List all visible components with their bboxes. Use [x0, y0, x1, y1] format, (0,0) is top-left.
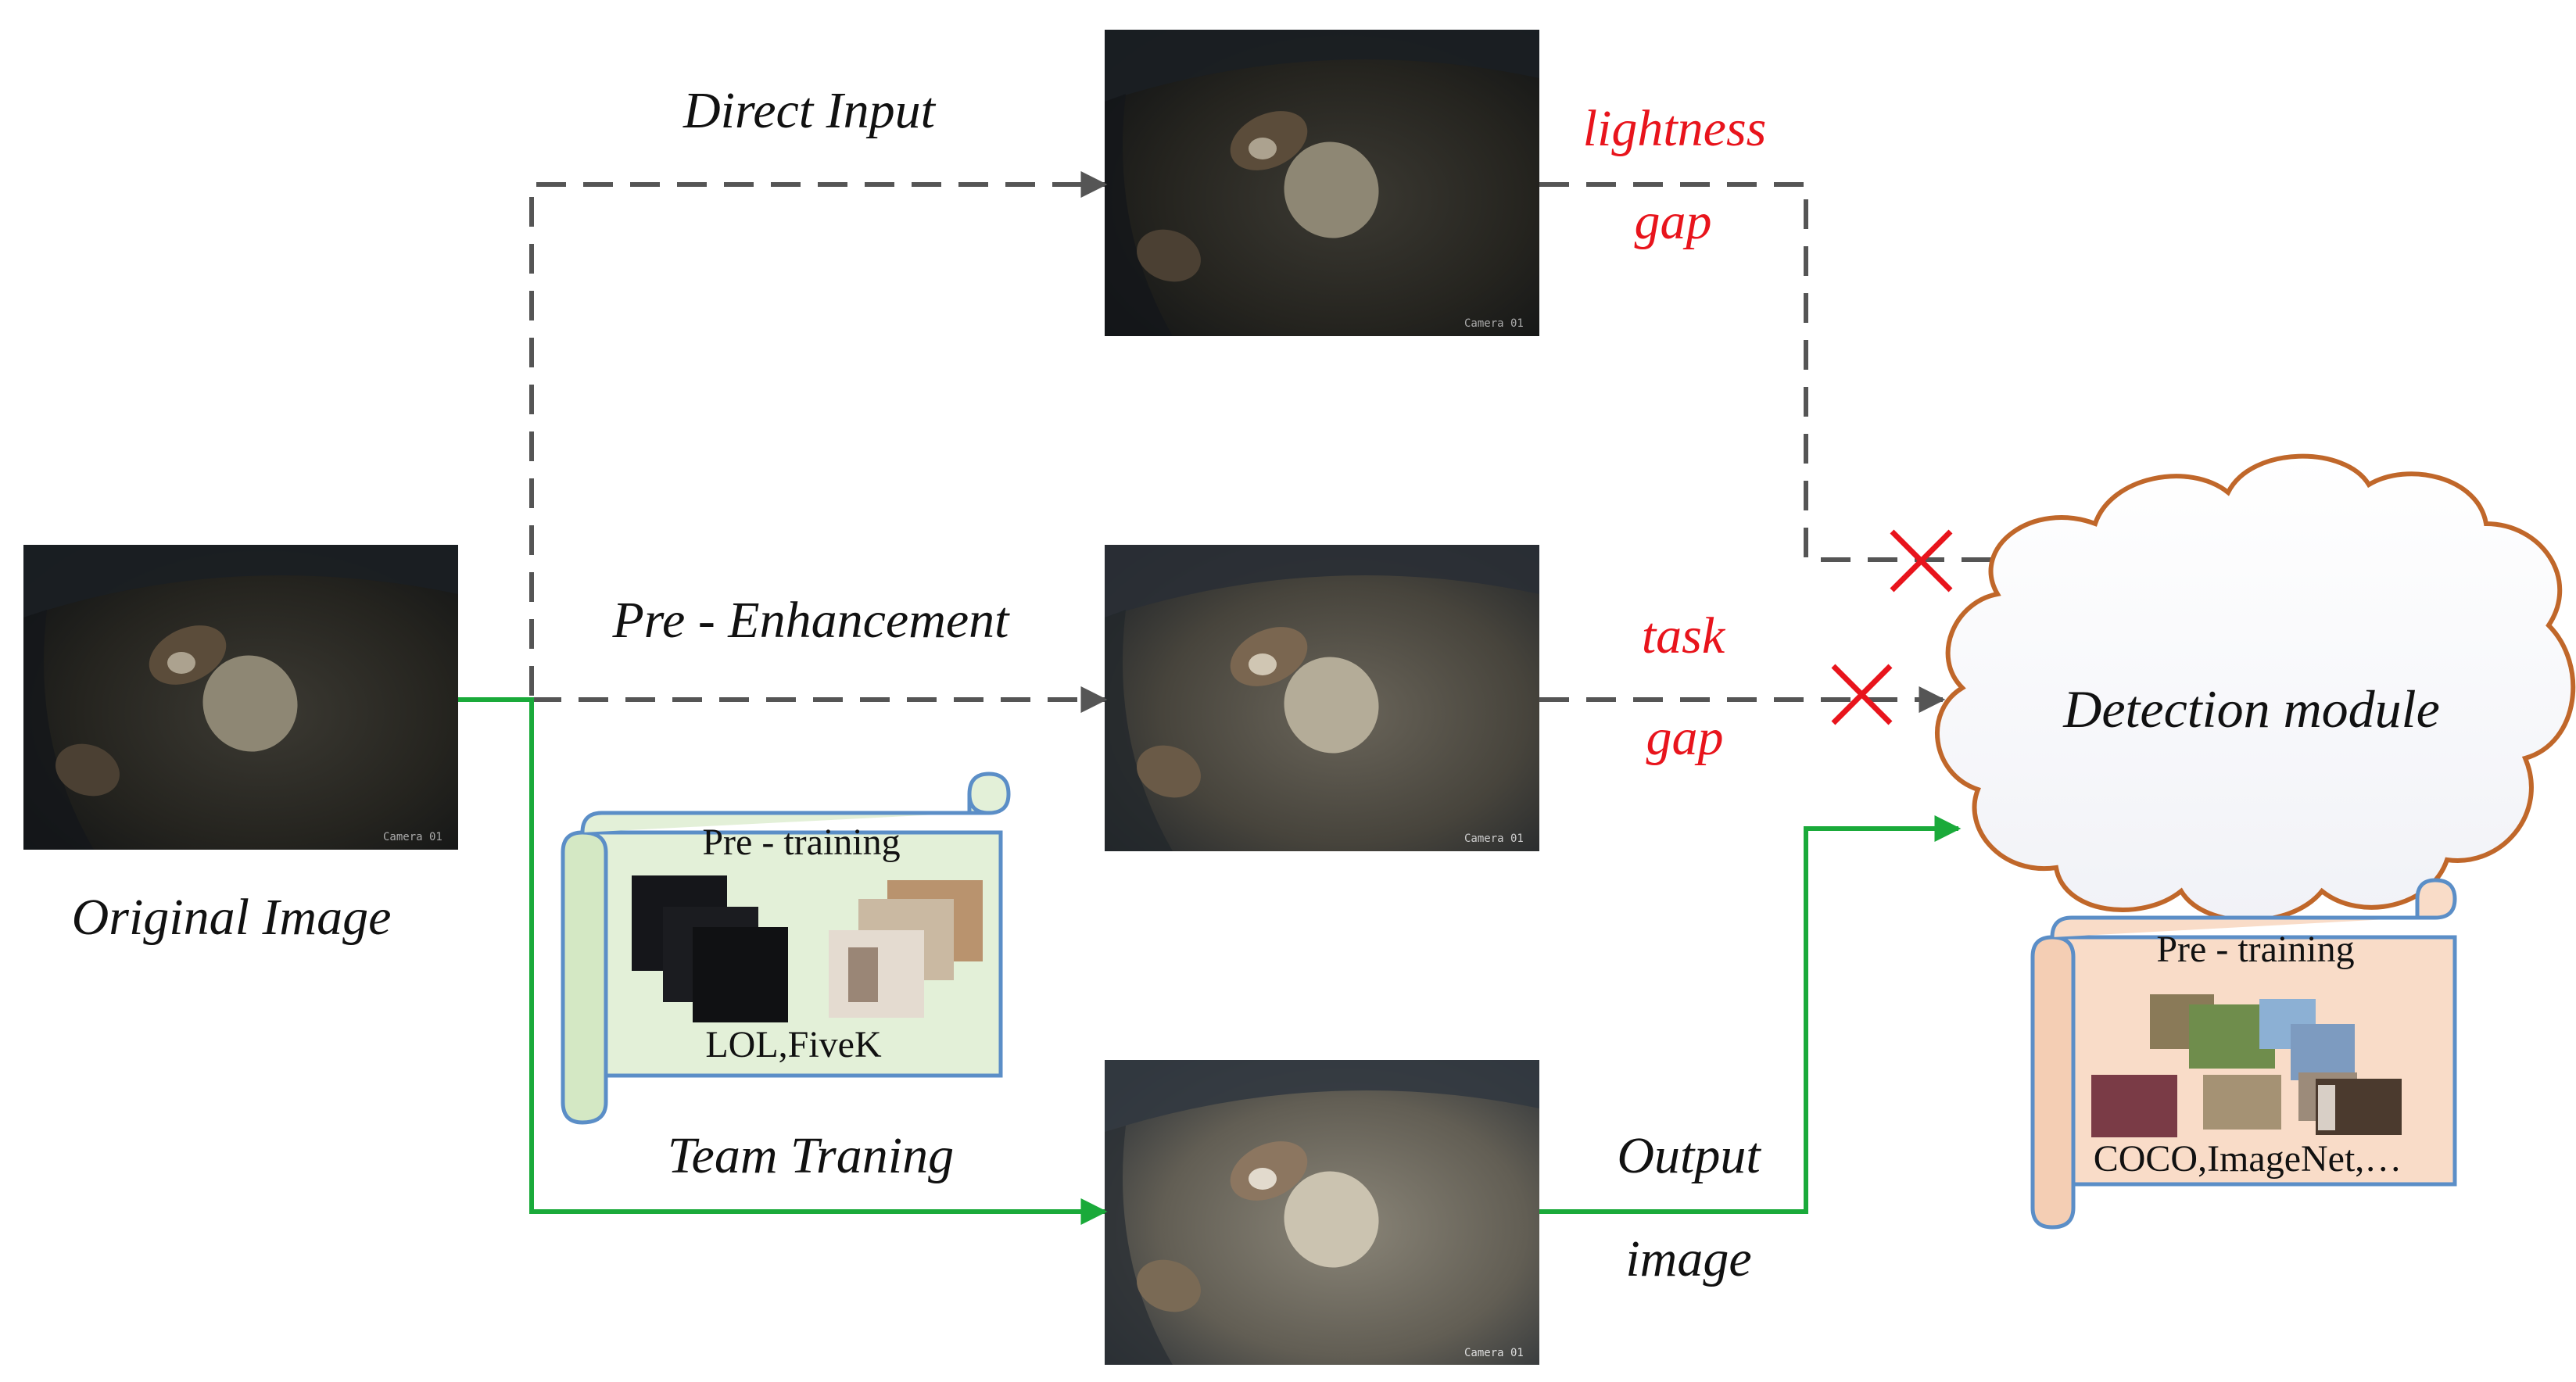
- coco-thumbnail: [2318, 1085, 2335, 1130]
- detection-module-cloud: [1935, 453, 2576, 923]
- pre-enhancement-photo: Camera 01: [1105, 545, 1539, 851]
- coco-thumbnail: [2291, 1024, 2355, 1080]
- camera-stamp: Camera 01: [383, 831, 442, 843]
- pre-training-scroll-left: Pre - training LOL,FiveK: [561, 772, 1011, 1125]
- task-gap-label-line1: task: [1642, 607, 1726, 664]
- camera-stamp: Camera 01: [1464, 832, 1524, 845]
- scroll-left-title: Pre - training: [702, 822, 900, 863]
- direct-input-photo: Camera 01: [1105, 30, 1539, 336]
- cross-mark-task: [1831, 664, 1893, 725]
- direct-input-arrow: [529, 171, 1108, 696]
- coco-thumbnail: [2091, 1075, 2177, 1137]
- coco-thumbnail: [2203, 1075, 2281, 1130]
- camera-stamp: Camera 01: [1464, 1347, 1524, 1359]
- pre-training-scroll-right: Pre - training COCO,ImageNet,…: [2030, 878, 2457, 1230]
- task-gap-label-line2: gap: [1646, 709, 1724, 766]
- fivek-thumbnail: [848, 947, 878, 1002]
- original-image-photo: Camera 01: [23, 545, 458, 850]
- camera-stamp: Camera 01: [1464, 317, 1524, 330]
- team-training-arrow: [458, 697, 1108, 1225]
- lightness-gap-arrow: [1539, 182, 2058, 573]
- team-training-label: Team Traning: [668, 1127, 954, 1184]
- lol-thumbnail: [693, 927, 788, 1022]
- lightness-gap-label-line1: lightness: [1583, 100, 1767, 157]
- lightness-gap-label-line2: gap: [1635, 193, 1712, 250]
- output-image-label-line1: Output: [1617, 1127, 1761, 1184]
- detection-module-label: Detection module: [2062, 679, 2440, 739]
- output-image-arrow: [1539, 815, 1962, 1214]
- scroll-right-title: Pre - training: [2156, 929, 2354, 970]
- pre-enhancement-label: Pre - Enhancement: [611, 592, 1010, 649]
- cross-mark-lightness: [1890, 529, 1953, 593]
- direct-input-label: Direct Input: [683, 82, 937, 139]
- original-image-label: Original Image: [72, 889, 392, 946]
- output-image-label-line2: image: [1625, 1230, 1751, 1287]
- team-training-output-photo: Camera 01: [1105, 1060, 1539, 1365]
- scroll-right-datasets: COCO,ImageNet,…: [2094, 1138, 2402, 1180]
- scroll-left-datasets: LOL,FiveK: [705, 1024, 882, 1065]
